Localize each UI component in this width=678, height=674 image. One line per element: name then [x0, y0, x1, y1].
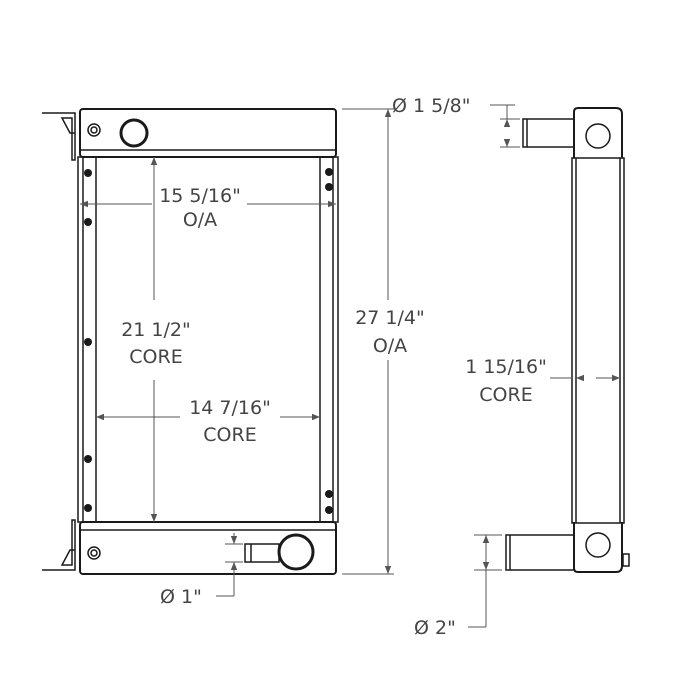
- side-core: [571, 157, 625, 524]
- side-inlet-pipe: [522, 118, 575, 148]
- width-overall-value: 15 5/16": [159, 185, 241, 207]
- front-view: [42, 108, 339, 575]
- core: [95, 156, 321, 523]
- core-thickness-value: 1 15/16": [465, 356, 547, 378]
- core-width-value: 14 7/16": [189, 397, 271, 419]
- right-side-channel: [319, 156, 339, 523]
- front-dimension-lines: [80, 108, 394, 597]
- side-outlet-pipe: [505, 534, 575, 571]
- outlet-diameter-side: Ø 2": [414, 616, 456, 640]
- core-width-suffix: CORE: [203, 424, 257, 446]
- diameter-value: 2": [435, 617, 456, 639]
- core-height-suffix: CORE: [129, 346, 183, 368]
- width-overall-suffix: O/A: [182, 209, 218, 231]
- side-bottom-tank: [573, 522, 623, 573]
- outlet-diameter-front: Ø 1": [160, 585, 202, 609]
- height-overall-suffix: O/A: [372, 335, 408, 357]
- outlet-pipe-bottom: [244, 543, 280, 563]
- drain-plug-top: [87, 123, 101, 137]
- diameter-value: 1": [181, 586, 202, 608]
- height-overall-value: 27 1/4": [355, 307, 425, 329]
- core-height-value: 21 1/2": [121, 319, 191, 341]
- core-thickness-suffix: CORE: [479, 384, 533, 406]
- side-view: [505, 107, 630, 573]
- side-dimension-lines: [468, 104, 620, 628]
- diameter-value: 1 5/8": [413, 95, 471, 117]
- outlet-port-bottom: [277, 533, 315, 571]
- inlet-diameter-side: Ø 1 5/8": [392, 94, 470, 118]
- diameter-symbol: Ø: [414, 617, 429, 639]
- bottom-left-bracket: [42, 519, 76, 571]
- drain-plug-bottom: [87, 546, 101, 560]
- diameter-symbol: Ø: [160, 586, 175, 608]
- mounting-bolts: [84, 168, 333, 514]
- top-left-bracket: [42, 112, 76, 161]
- side-top-tank: [573, 107, 623, 158]
- filler-cap-top: [119, 118, 149, 148]
- diameter-symbol: Ø: [392, 95, 407, 117]
